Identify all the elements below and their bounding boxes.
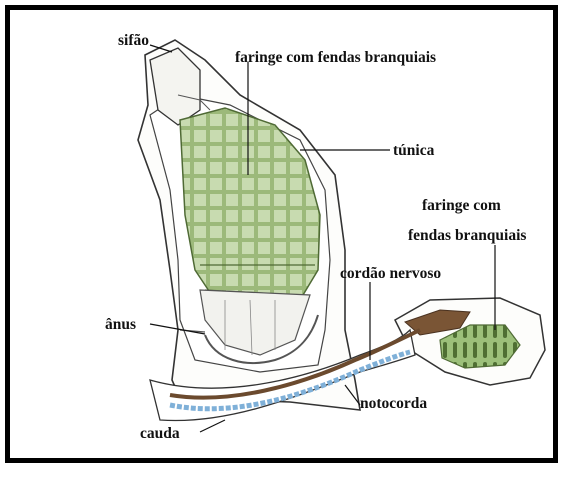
label-pharynx-adult: faringe com fendas branquiais xyxy=(235,49,436,66)
label-siphon: sifão xyxy=(118,32,149,49)
label-nerve-cord: cordão nervoso xyxy=(340,265,441,282)
label-tail: cauda xyxy=(140,425,180,442)
tail-leader xyxy=(200,420,225,432)
label-pharynx-larva-1: faringe com xyxy=(422,197,501,214)
label-pharynx-larva-2: fendas branquiais xyxy=(408,227,526,244)
label-notochord: notocorda xyxy=(360,395,427,412)
label-anus: ânus xyxy=(105,316,136,333)
label-tunic: túnica xyxy=(393,142,435,159)
